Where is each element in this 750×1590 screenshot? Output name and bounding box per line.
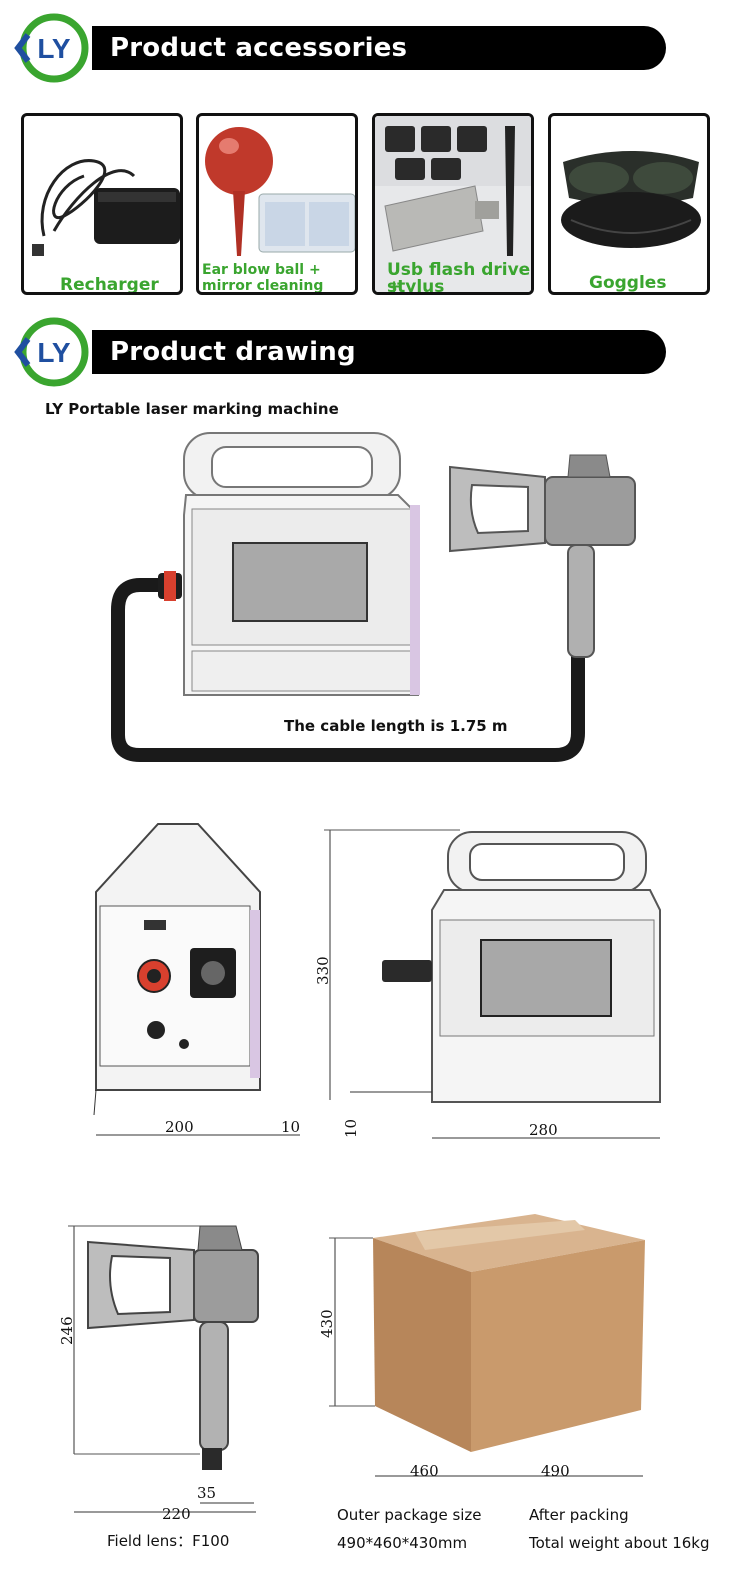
package-size-label: Outer package size [337,1506,482,1524]
ly-logo-icon: LY [14,13,89,83]
section-title: Product drawing [110,337,356,367]
section-header-accessories: LY Product accessories [14,13,666,83]
laser-gun-drawing [68,1225,259,1513]
ly-logo-icon: LY [14,317,89,387]
blow-ball-icon [205,127,355,256]
dim-box-depth: 460 [410,1462,439,1480]
accessory-label-line1: Usb flash drive + [387,260,531,295]
svg-text:LY: LY [37,337,71,368]
machine-with-cable-drawing [111,432,636,762]
accessory-label-line1: Ear blow ball + [202,262,321,278]
section-header-drawing: LY Product drawing [14,317,666,387]
charger-icon [32,159,180,256]
accessory-card-goggles: Goggles [548,113,710,295]
accessory-card-recharger: Recharger [21,113,183,295]
accessory-label-line2: mirror cleaning paper [202,278,324,294]
usb-drive-icon [375,116,531,292]
side-view-drawing [93,823,300,1136]
dim-side-width: 200 [165,1118,194,1136]
dim-front-base: 10 [342,1118,360,1138]
dim-gun-grip: 35 [197,1484,217,1502]
goggles-icon [561,151,701,248]
dim-side-gap: 10 [281,1118,301,1136]
header-bar [92,330,666,374]
package-box-drawing [329,1214,645,1477]
accessory-label: Goggles [589,273,667,293]
header-bar [92,26,666,70]
dim-front-width: 280 [529,1121,558,1139]
cable-note: The cable length is 1.75 m [284,717,508,735]
dim-gun-width: 220 [162,1505,191,1523]
package-size-value: 490*460*430mm [337,1534,468,1552]
accessory-card-usb: Usb flash drive + stylus [372,113,534,295]
dim-gun-height: 246 [58,1316,76,1345]
accessory-card-blow-ball: Ear blow ball + mirror cleaning paper [196,113,358,295]
accessory-label: Recharger [60,275,159,295]
dim-box-width: 490 [541,1462,570,1480]
dim-box-height: 430 [318,1309,336,1338]
section-title: Product accessories [110,33,408,63]
package-weight-value: Total weight about 16kg [529,1534,710,1552]
accessory-label-line2: stylus [387,277,445,295]
package-weight-label: After packing [529,1506,629,1524]
drawing-subtitle: LY Portable laser marking machine [45,400,339,418]
field-lens-label: Field lens：F100 [107,1532,230,1550]
svg-text:LY: LY [37,33,71,64]
front-view-drawing [324,829,661,1139]
dim-front-height: 330 [314,956,332,985]
